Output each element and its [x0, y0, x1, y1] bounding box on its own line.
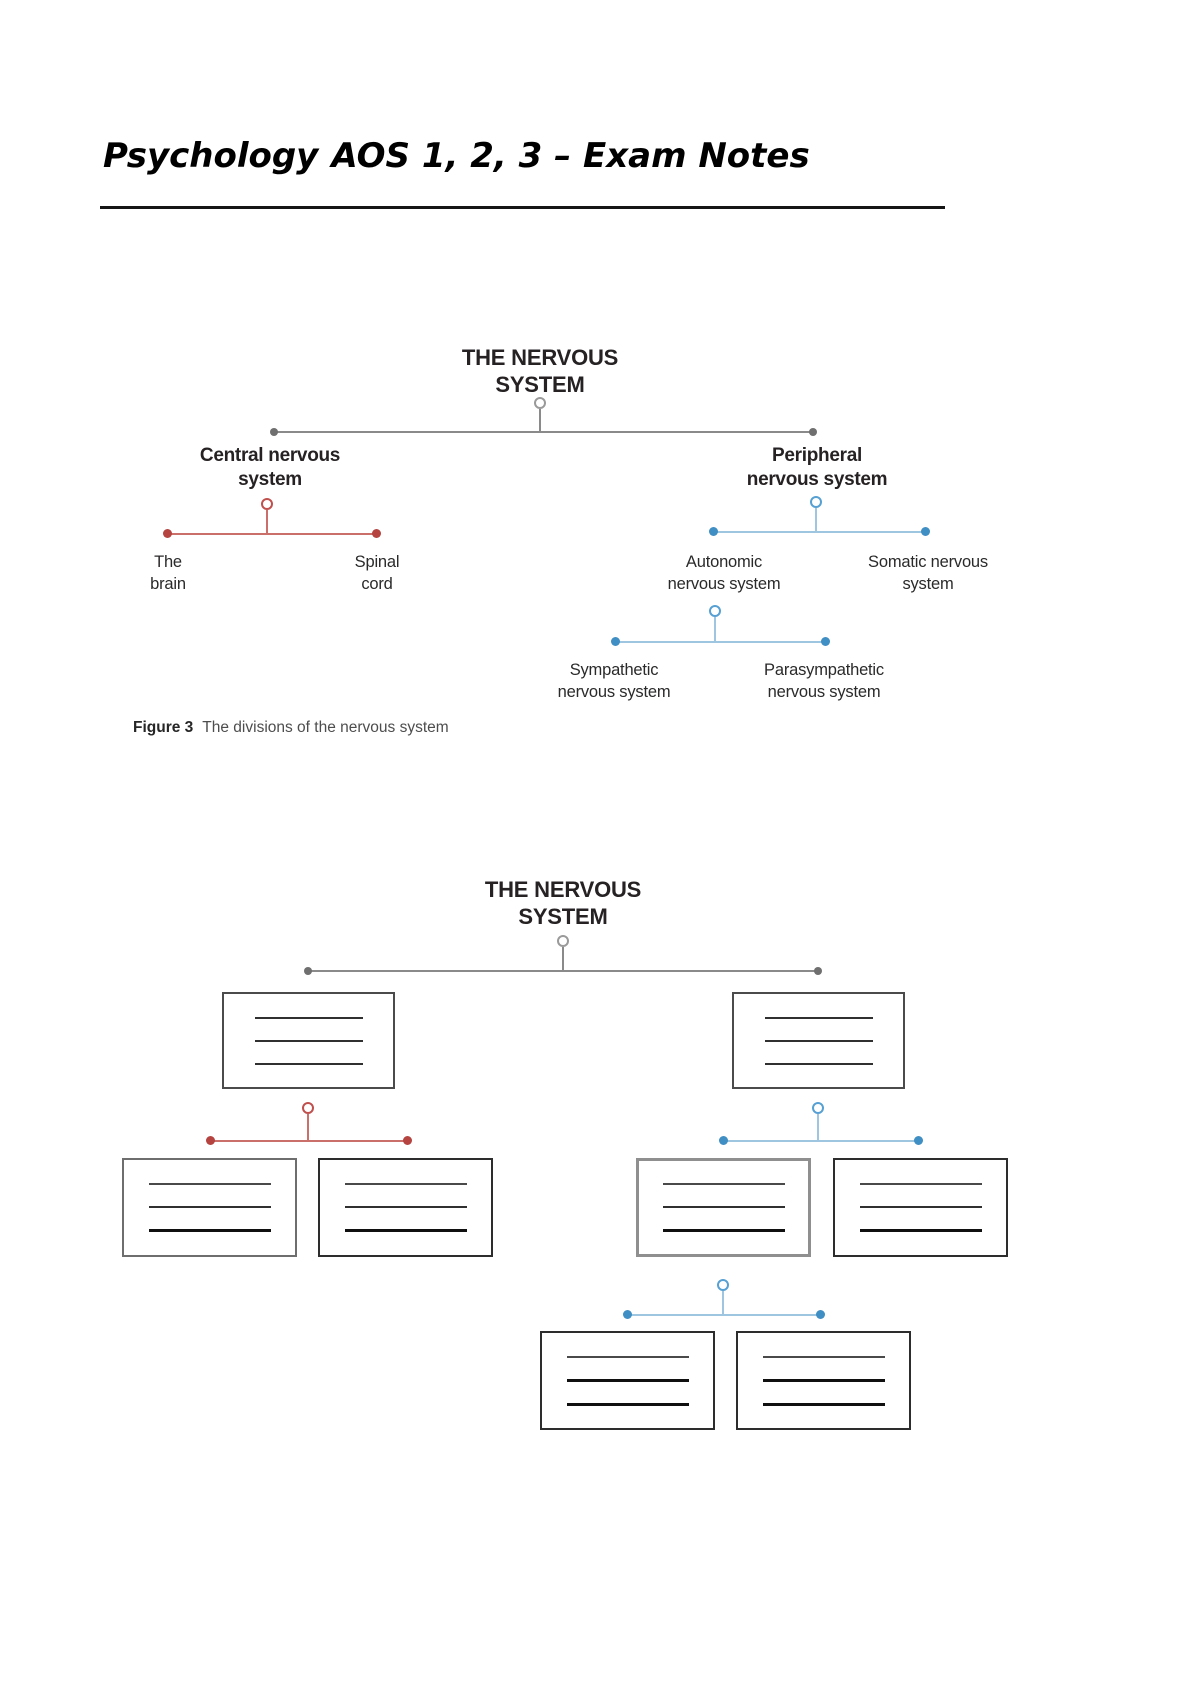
practice-cns-ring — [302, 1102, 314, 1114]
blank-line — [148, 1183, 271, 1185]
figure-caption: Figure 3 The divisions of the nervous sys… — [133, 719, 449, 737]
answer-box-parasympathetic — [736, 1331, 911, 1430]
blank-line — [254, 1039, 363, 1042]
practice-ans-left-dot — [623, 1310, 632, 1319]
blank-line — [344, 1229, 467, 1232]
practice-root-vline — [562, 947, 564, 970]
root-left-endpoint-dot — [270, 428, 278, 436]
somatic-label: Somatic nervous system — [868, 553, 988, 593]
practice-ans-ring — [717, 1279, 729, 1291]
figure3-root-label: THE NERVOUS SYSTEM — [461, 345, 619, 397]
cns-label: Central nervous system — [199, 445, 341, 490]
blank-line — [662, 1183, 785, 1185]
blank-line — [566, 1378, 689, 1382]
ans-connector-vline — [714, 617, 716, 641]
page-title-emphasis: Psychology — [103, 136, 319, 176]
blank-line — [764, 1039, 873, 1042]
answer-box-somatic — [833, 1158, 1008, 1257]
blank-line — [859, 1229, 982, 1232]
pns-node-ring — [810, 496, 822, 508]
blank-line — [662, 1206, 785, 1208]
practice-pns-vline — [817, 1114, 819, 1140]
blank-line — [344, 1183, 467, 1185]
blank-line — [859, 1183, 982, 1185]
ans-connector-hline — [615, 641, 825, 643]
practice-root-right-dot — [814, 967, 822, 975]
root-connector-hline — [274, 431, 813, 433]
spinal-cord-label: Spinal cord — [354, 553, 400, 593]
answer-box-sympathetic — [540, 1331, 715, 1430]
page-title-rest: AOS 1, 2, 3 – Exam Notes — [331, 136, 810, 176]
practice-ans-hline — [627, 1314, 820, 1316]
answer-box-pns — [732, 992, 905, 1089]
blank-line — [254, 1016, 363, 1019]
answer-box-brain — [122, 1158, 297, 1257]
practice-pns-left-dot — [719, 1136, 728, 1145]
blank-line — [762, 1355, 885, 1358]
root-right-endpoint-dot — [809, 428, 817, 436]
practice-ans-vline — [722, 1291, 724, 1314]
practice-ans-right-dot — [816, 1310, 825, 1319]
pns-left-endpoint-dot — [709, 527, 718, 536]
blank-line — [762, 1378, 885, 1382]
pns-connector-hline — [713, 531, 925, 533]
pns-right-endpoint-dot — [921, 527, 930, 536]
practice-pns-hline — [723, 1140, 918, 1142]
sympathetic-label: Sympathetic nervous system — [557, 661, 671, 701]
practice-cns-left-dot — [206, 1136, 215, 1145]
blank-line — [859, 1206, 982, 1208]
root-connector-vline — [539, 409, 541, 431]
cns-node-ring — [261, 498, 273, 510]
ans-node-ring — [709, 605, 721, 617]
answer-box-cns — [222, 992, 395, 1089]
ans-right-endpoint-dot — [821, 637, 830, 646]
ans-left-endpoint-dot — [611, 637, 620, 646]
blank-line — [148, 1229, 271, 1232]
autonomic-label: Autonomic nervous system — [667, 553, 781, 593]
answer-box-autonomic — [636, 1158, 811, 1257]
pns-label: Peripheral nervous system — [746, 445, 888, 490]
practice-pns-ring — [812, 1102, 824, 1114]
parasympathetic-label: Parasympathetic nervous system — [764, 661, 884, 701]
cns-connector-hline — [167, 533, 376, 535]
cns-left-endpoint-dot — [163, 529, 172, 538]
blank-line — [148, 1206, 271, 1208]
practice-root-left-dot — [304, 967, 312, 975]
practice-cns-right-dot — [403, 1136, 412, 1145]
blank-line — [762, 1402, 885, 1406]
blank-line — [662, 1229, 785, 1232]
practice-pns-right-dot — [914, 1136, 923, 1145]
practice-root-hline — [308, 970, 818, 972]
practice-root-ring — [557, 935, 569, 947]
practice-cns-hline — [210, 1140, 407, 1142]
figure-caption-text: The divisions of the nervous system — [202, 719, 449, 736]
blank-line — [254, 1062, 363, 1065]
figure-caption-label: Figure 3 — [133, 719, 194, 736]
blank-line — [344, 1206, 467, 1208]
brain-label: The brain — [150, 553, 186, 593]
practice-cns-vline — [307, 1114, 309, 1140]
page-title: Psychology AOS 1, 2, 3 – Exam Notes — [103, 136, 810, 176]
practice-root-label: THE NERVOUS SYSTEM — [484, 877, 642, 929]
pns-connector-vline — [815, 508, 817, 531]
blank-line — [566, 1355, 689, 1358]
answer-box-spinal-cord — [318, 1158, 493, 1257]
blank-line — [764, 1062, 873, 1065]
title-divider — [100, 206, 945, 209]
cns-right-endpoint-dot — [372, 529, 381, 538]
blank-line — [764, 1016, 873, 1019]
cns-connector-vline — [266, 510, 268, 533]
blank-line — [566, 1402, 689, 1406]
root-node-ring — [534, 397, 546, 409]
